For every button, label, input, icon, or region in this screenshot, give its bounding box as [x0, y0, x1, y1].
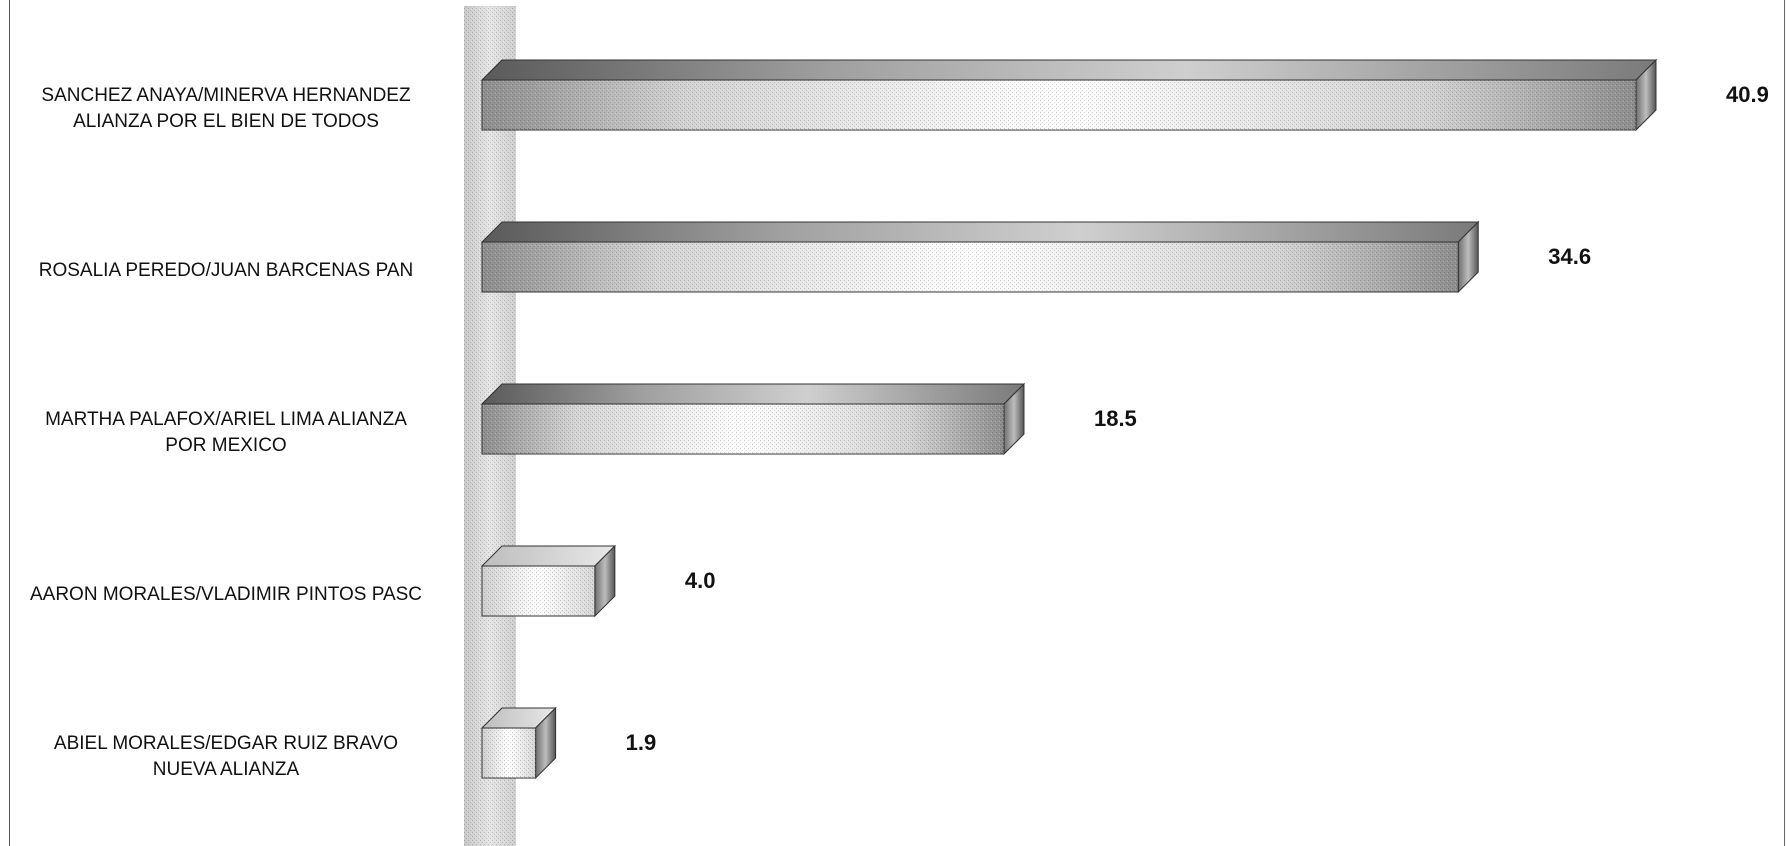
bar-top-face: [480, 221, 1480, 243]
bar-top-face: [480, 59, 1658, 81]
value-label-1: 40.9: [1726, 82, 1769, 107]
bar-3: [480, 382, 1026, 456]
bar-texture: [482, 566, 595, 616]
category-label-5: ABIEL MORALES/EDGAR RUIZ BRAVO NUEVA ALI…: [53, 733, 399, 780]
bar-top-face: [480, 545, 617, 567]
chart-frame-left-edge: [9, 0, 10, 846]
bar-texture: [482, 80, 1636, 130]
value-label-3: 18.5: [1093, 406, 1137, 431]
bar-5: [480, 706, 557, 780]
category-label-2: ROSALIA PEREDO/JUAN BARCENAS PAN: [38, 260, 414, 281]
value-label-2: 34.6: [1548, 244, 1592, 269]
bar-4: [480, 544, 617, 618]
category-label-4: AARON MORALES/VLADIMIR PINTOS PASC: [29, 584, 423, 605]
bar-top-face: [480, 383, 1026, 405]
category-label-1: SANCHEZ ANAYA/MINERVA HERNANDEZ ALIANZA …: [41, 85, 411, 132]
bar-2: [480, 220, 1480, 294]
value-label-5: 1.9: [625, 730, 657, 755]
bar-texture: [482, 242, 1459, 292]
bar-1: [480, 58, 1658, 132]
category-label-3: MARTHA PALAFOX/ARIEL LIMA ALIANZA POR ME…: [45, 409, 407, 456]
chart-frame-right-edge: [1784, 0, 1785, 846]
bar-texture: [482, 728, 536, 778]
bar-texture: [482, 404, 1004, 454]
value-label-4: 4.0: [684, 568, 716, 593]
